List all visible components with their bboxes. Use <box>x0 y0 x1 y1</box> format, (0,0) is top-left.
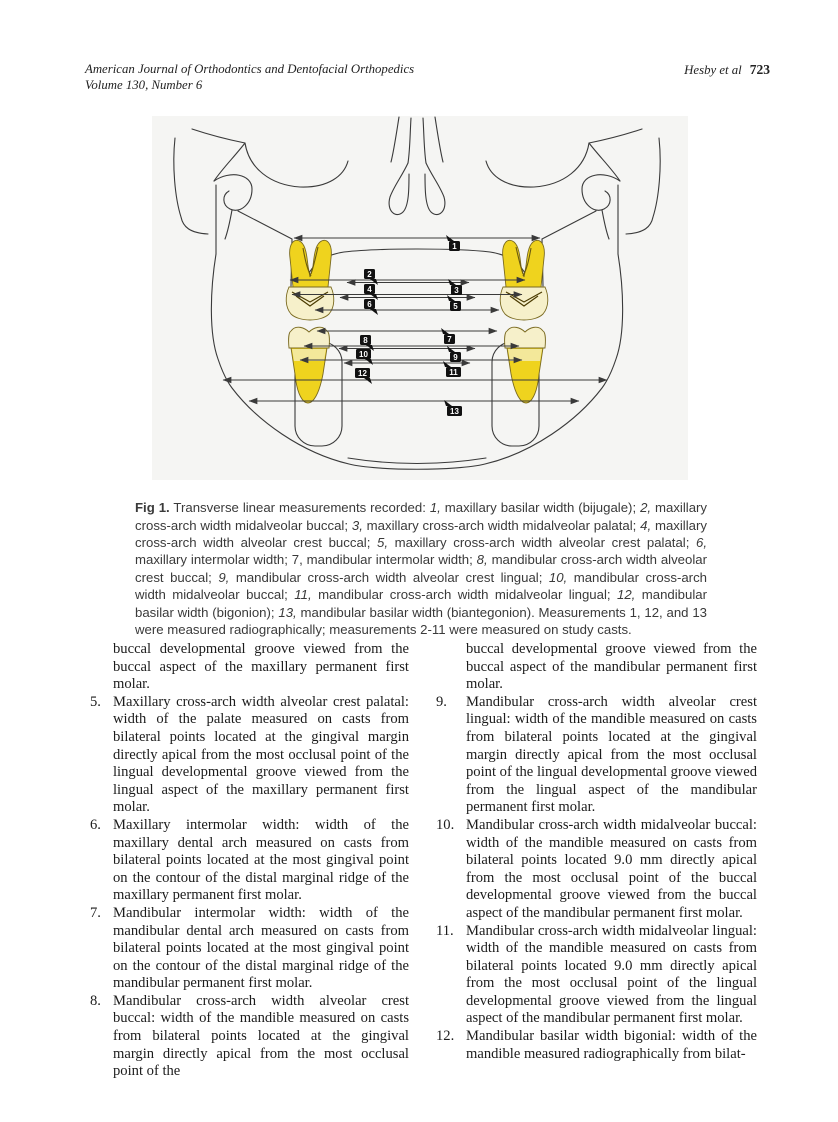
item-text: Mandibular basilar width bigonial: width… <box>466 1028 757 1062</box>
list-item-9: 9. Mandibular cross-arch width alveolar c… <box>433 694 757 817</box>
item-number: 8. <box>90 992 101 1009</box>
label-5: 5 <box>447 295 461 311</box>
svg-text:3: 3 <box>454 286 459 295</box>
nasal-septum-right <box>422 117 427 164</box>
zygoma-tail-left <box>224 209 233 240</box>
list-item-12: 12. Mandibular basilar width bigonial: wi… <box>433 1028 757 1063</box>
skull-outline <box>173 116 661 470</box>
brow-right <box>588 128 643 144</box>
label-8: 8 <box>360 335 374 351</box>
body-columns: buccal developmental groove viewed from … <box>85 641 757 1081</box>
list-item-7: 7. Mandibular intermolar width: width of … <box>85 905 409 993</box>
svg-text:7: 7 <box>447 335 452 344</box>
nasal-outer-right <box>434 116 444 163</box>
journal-volume: Volume 130, Number 6 <box>85 77 203 92</box>
svg-text:1: 1 <box>452 242 457 251</box>
svg-text:9: 9 <box>453 353 458 362</box>
figure-1-diagram: 1 2 3 4 5 6 7 <box>152 116 688 480</box>
zygoma-tail-right <box>601 209 610 240</box>
label-10: 10 <box>356 349 373 365</box>
paragraph-continuation-left: buccal developmental groove viewed from … <box>113 641 409 693</box>
item-number: 10. <box>436 816 455 833</box>
running-head: Hesby et al 723 <box>684 62 770 79</box>
zygoma-loop-left <box>213 174 253 211</box>
mandible-outline <box>210 253 624 470</box>
paragraph-continuation-right: buccal developmental groove viewed from … <box>466 641 757 693</box>
item-number: 11. <box>436 922 454 939</box>
figure-caption: Fig 1. Transverse linear measurements re… <box>135 500 708 638</box>
svg-text:11: 11 <box>449 368 458 377</box>
label-3: 3 <box>448 279 462 295</box>
item-text: Mandibular cross-arch width midalveolar … <box>466 922 757 1027</box>
item-text: Maxillary intermolar width: width of the… <box>113 816 409 904</box>
chin-inner-line <box>347 457 487 465</box>
item-number: 5. <box>90 693 101 710</box>
item-text: Mandibular cross-arch width alveolar cre… <box>466 693 757 816</box>
label-9: 9 <box>447 346 461 362</box>
temple-contour-right <box>625 137 661 235</box>
orbit-left <box>244 142 349 188</box>
column-right: buccal developmental groove viewed from … <box>433 641 757 1081</box>
item-number: 9. <box>436 693 447 710</box>
page-header: American Journal of Orthodontics and Den… <box>85 62 770 93</box>
measurement-labels: 1 2 3 4 5 6 7 <box>355 235 462 416</box>
svg-text:5: 5 <box>453 302 458 311</box>
lateral-rim-right <box>588 142 621 182</box>
temple-contour-left <box>173 137 209 235</box>
figure-1: 1 2 3 4 5 6 7 <box>152 116 688 480</box>
nasal-lobe-right <box>424 162 446 216</box>
list-item-5: 5. Maxillary cross-arch width alveolar cr… <box>85 694 409 817</box>
svg-text:2: 2 <box>367 270 372 279</box>
nasal-lobe-left <box>388 162 410 216</box>
svg-text:12: 12 <box>358 369 367 378</box>
label-11: 11 <box>443 361 461 377</box>
svg-text:6: 6 <box>367 300 372 309</box>
list-item-10: 10. Mandibular cross-arch width midalveol… <box>433 817 757 923</box>
label-13: 13 <box>444 400 462 416</box>
nasal-septum-left <box>407 117 412 164</box>
item-number: 6. <box>90 816 101 833</box>
item-text: Maxillary cross-arch width alveolar cres… <box>113 693 409 816</box>
item-number: 12. <box>436 1028 455 1045</box>
item-number: 7. <box>90 904 101 921</box>
item-text: Mandibular cross-arch width alveolar cre… <box>113 992 409 1080</box>
svg-text:13: 13 <box>450 407 459 416</box>
label-4: 4 <box>364 284 378 300</box>
journal-title: American Journal of Orthodontics and Den… <box>85 62 415 76</box>
svg-text:8: 8 <box>363 336 368 345</box>
svg-text:4: 4 <box>367 285 372 294</box>
item-text: Mandibular cross-arch width midalveolar … <box>466 816 757 921</box>
column-left: buccal developmental groove viewed from … <box>85 641 409 1081</box>
orbit-right <box>485 142 590 188</box>
lateral-rim-left <box>213 142 246 182</box>
svg-text:10: 10 <box>359 350 368 359</box>
list-item-11: 11. Mandibular cross-arch width midalveol… <box>433 923 757 1029</box>
zygoma-loop-right <box>581 174 621 211</box>
brow-left <box>191 128 246 144</box>
label-12: 12 <box>355 368 372 384</box>
label-7: 7 <box>441 328 455 344</box>
page-number: 723 <box>749 62 770 77</box>
bijugale-connector-left <box>237 210 293 240</box>
list-item-6: 6. Maxillary intermolar width: width of t… <box>85 817 409 905</box>
item-text: Mandibular intermolar width: width of th… <box>113 904 409 992</box>
label-6: 6 <box>364 299 378 315</box>
authors: Hesby et al <box>684 63 742 77</box>
bijugale-connector-right <box>541 210 597 240</box>
label-2: 2 <box>364 269 378 285</box>
list-item-8: 8. Mandibular cross-arch width alveolar c… <box>85 993 409 1081</box>
nasal-outer-left <box>390 116 400 163</box>
label-1: 1 <box>446 235 460 251</box>
measurement-arrows <box>222 234 608 405</box>
journal-title-block: American Journal of Orthodontics and Den… <box>85 62 414 93</box>
